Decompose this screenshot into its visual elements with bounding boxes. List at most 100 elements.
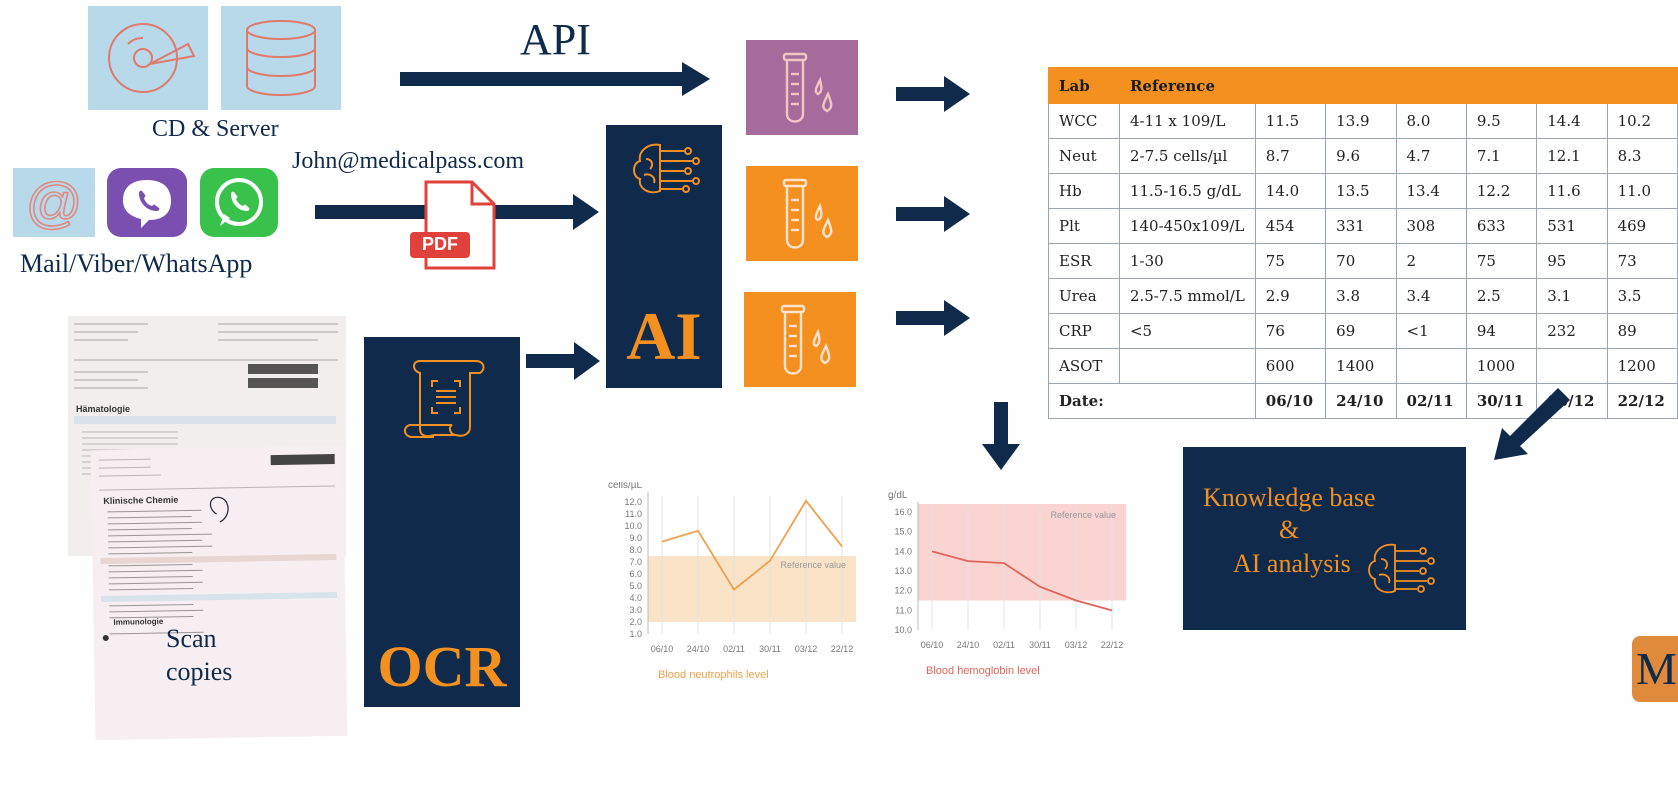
row-value-cell: 70 — [1325, 243, 1397, 279]
test-tube-box-purple — [746, 40, 858, 135]
chart-caption: Blood neutrophils level — [658, 669, 769, 681]
scan-document-front: Klinische Chemie Immunologie — [90, 445, 348, 741]
row-value-cell: 9.5 — [1465, 103, 1538, 139]
row-lab-name: ASOT — [1048, 348, 1120, 384]
ai-label: AI — [626, 298, 702, 374]
row-value-cell: 2.5 — [1465, 278, 1538, 314]
row-value-cell: 4.7 — [1395, 138, 1467, 174]
arrow-to-table-1 — [896, 76, 970, 112]
y-tick-label: 8.0 — [629, 545, 642, 555]
reference-band — [648, 556, 856, 622]
row-value-cell: 3.1 — [1536, 278, 1608, 314]
row-value-cell: <1 — [1395, 313, 1467, 349]
row-value-cell: 3.5 — [1606, 278, 1678, 314]
row-value-cell: 3.8 — [1325, 278, 1397, 314]
row-value-cell: 14.0 — [1254, 173, 1327, 209]
row-value-cell: 76 — [1254, 313, 1327, 349]
email-address: John@medicalpass.com — [292, 148, 525, 174]
row-reference: 140-450x109/L — [1118, 208, 1256, 244]
arrow-down-to-charts — [982, 402, 1020, 470]
row-reference: 11.5-16.5 g/dL — [1118, 173, 1256, 209]
row-value-cell: 633 — [1465, 208, 1538, 244]
x-tick-label: 24/10 — [957, 640, 980, 650]
row-value-cell: 89 — [1606, 313, 1678, 349]
mp-logo-text: MP — [1636, 643, 1678, 694]
row-value-cell: 232 — [1536, 313, 1608, 349]
x-tick-label: 30/11 — [1029, 640, 1051, 650]
date-cell: 06/10 — [1254, 383, 1327, 419]
row-value-cell: 95 — [1536, 243, 1608, 279]
row-value-cell: 11.0 — [1606, 173, 1678, 209]
row-value-cell: 75 — [1465, 243, 1538, 279]
row-value-cell: 7.1 — [1465, 138, 1538, 174]
ocr-arrow — [526, 342, 600, 380]
row-value-cell: 2.9 — [1254, 278, 1327, 314]
series-line — [931, 550, 1113, 612]
y-tick-label: 12.0 — [624, 497, 642, 507]
y-axis-unit-label: g/dL — [888, 490, 908, 501]
y-tick-label: 10.0 — [624, 521, 642, 531]
row-reference — [1118, 348, 1256, 384]
arrow-to-knowledge-base — [1494, 388, 1570, 460]
row-value-cell: 8.7 — [1254, 138, 1327, 174]
knowledge-line2: & — [1279, 515, 1300, 544]
x-tick-label: 06/10 — [921, 640, 944, 650]
scan-heading-haematology: Hämatologie — [76, 404, 131, 414]
row-reference: <5 — [1118, 313, 1256, 349]
x-tick-label: 22/12 — [831, 644, 854, 654]
ai-brain-circuit-icon — [626, 139, 706, 203]
x-tick-label: 03/12 — [795, 644, 818, 654]
api-arrow — [400, 62, 710, 96]
y-tick-label: 10.0 — [894, 625, 912, 635]
row-value-cell: 1400 — [1325, 348, 1397, 384]
x-tick-label: 02/11 — [993, 640, 1015, 650]
row-value-cell: 10.2 — [1606, 103, 1678, 139]
row-value-cell: 531 — [1536, 208, 1608, 244]
row-value-cell: 13.4 — [1395, 173, 1467, 209]
row-value-cell: 69 — [1325, 313, 1397, 349]
row-value-cell: 73 — [1606, 243, 1678, 279]
x-tick-label: 06/10 — [651, 644, 674, 654]
row-value-cell: 13.9 — [1325, 103, 1397, 139]
y-tick-label: 1.0 — [629, 629, 642, 639]
y-tick-label: 9.0 — [629, 533, 642, 543]
scan-label-line2: copies — [166, 657, 233, 686]
x-tick-label: 24/10 — [687, 644, 710, 654]
server-database-icon — [221, 6, 341, 110]
mp-logo: MP — [1632, 636, 1678, 702]
row-lab-name: Neut — [1048, 138, 1120, 174]
whatsapp-icon — [200, 168, 278, 237]
reference-value-label: Reference value — [1050, 510, 1116, 520]
date-cell: 22/12 — [1606, 383, 1678, 419]
y-tick-label: 7.0 — [629, 557, 642, 567]
row-value-cell: 1200 — [1606, 348, 1678, 384]
row-value-cell — [1395, 348, 1467, 384]
y-tick-label: 15.0 — [894, 527, 912, 537]
row-value-cell — [1536, 348, 1608, 384]
x-tick-label: 22/12 — [1101, 640, 1124, 650]
ocr-label: OCR — [377, 634, 507, 699]
test-tube-box-orange-1 — [746, 166, 858, 261]
reference-value-label: Reference value — [780, 560, 846, 570]
x-tick-label: 03/12 — [1065, 640, 1088, 650]
row-reference: 1-30 — [1118, 243, 1256, 279]
y-tick-label: 12.0 — [894, 586, 912, 596]
test-tube-icon — [780, 304, 831, 375]
row-lab-name: WCC — [1048, 103, 1120, 139]
row-lab-name: Plt — [1048, 208, 1120, 244]
row-value-cell: 600 — [1254, 348, 1327, 384]
pdf-badge-text: PDF — [422, 234, 458, 254]
y-tick-label: 11.0 — [895, 605, 912, 615]
knowledge-line1: Knowledge base — [1203, 483, 1376, 512]
header-values — [1254, 67, 1678, 104]
y-tick-label: 13.0 — [894, 566, 912, 576]
y-tick-label: 11.0 — [625, 509, 642, 519]
row-value-cell: 94 — [1465, 313, 1538, 349]
y-tick-label: 2.0 — [629, 617, 642, 627]
